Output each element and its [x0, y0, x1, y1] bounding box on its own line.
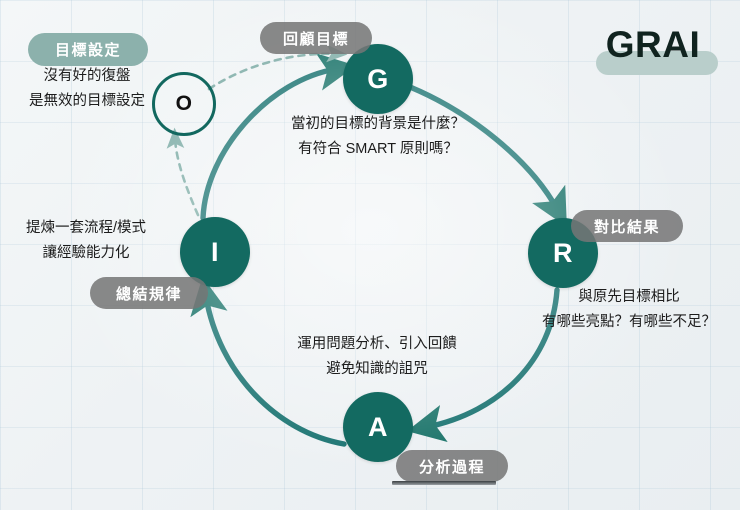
arc-r-to-a	[406, 287, 560, 443]
description-a: 運用問題分析、引入回饋 避免知識的詛咒	[282, 332, 472, 382]
description-g-line1: 當初的目標的背景是什麼？	[291, 116, 465, 132]
description-r-line1: 與原先目標相比	[578, 289, 680, 305]
title-highlight-bar	[596, 51, 718, 75]
description-i-line1: 提煉一套流程/模式	[25, 220, 147, 236]
node-a[interactable]: A	[343, 392, 413, 462]
description-goal-line2: 是無效的目標設定	[29, 93, 145, 109]
badge-compare-result[interactable]: 對比結果	[571, 210, 683, 242]
node-g[interactable]: G	[343, 44, 413, 114]
arc-a-to-i	[190, 276, 347, 447]
diagram-title: GRAI	[588, 24, 718, 76]
arc-i-to-g	[200, 53, 357, 221]
dashed-arc-i-to-o	[166, 127, 200, 217]
description-a-line2: 避免知識的詛咒	[326, 361, 428, 377]
description-i: 提煉一套流程/模式 讓經驗能力化	[6, 216, 166, 266]
title-text: GRAI	[605, 24, 701, 65]
description-goal-line1: 沒有好的復盤	[43, 68, 131, 84]
description-g: 當初的目標的背景是什麼？ 有符合 SMART 原則嗎？	[278, 112, 478, 162]
description-a-line1: 運用問題分析、引入回饋	[297, 336, 457, 352]
description-goal-setting: 沒有好的復盤 是無效的目標設定	[12, 64, 162, 114]
arc-g-to-r	[407, 84, 567, 227]
description-r-line2: 有哪些亮點？有哪些不足？	[542, 314, 716, 330]
badge-goal-setting[interactable]: 目標設定	[28, 33, 148, 66]
description-r: 與原先目標相比 有哪些亮點？有哪些不足？	[529, 285, 729, 335]
badge-summarize-rules[interactable]: 總結規律	[90, 277, 208, 309]
description-i-line2: 讓經驗能力化	[42, 245, 130, 261]
node-i[interactable]: I	[180, 217, 250, 287]
description-g-line2: 有符合 SMART 原則嗎？	[298, 141, 458, 157]
badge-analyze-process[interactable]: 分析過程	[396, 450, 508, 482]
bottom-edge-artifact	[392, 481, 496, 485]
badge-review-goal[interactable]: 回顧目標	[260, 22, 372, 54]
